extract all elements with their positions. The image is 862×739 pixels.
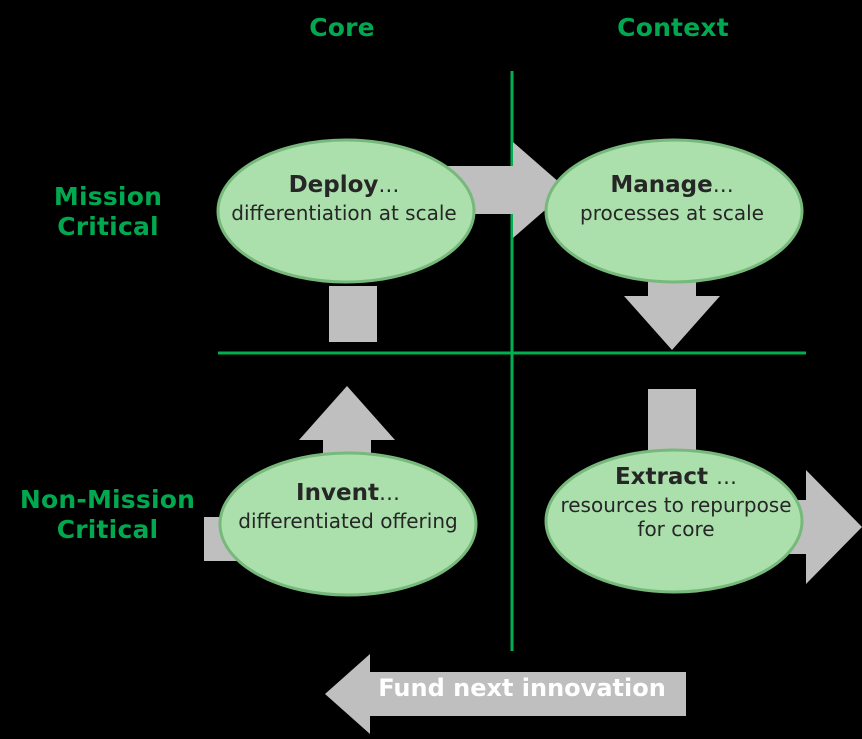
arrow-deploy-tail (329, 286, 377, 342)
banner-arrow-shape[interactable] (325, 654, 686, 734)
node-deploy-shape[interactable] (216, 138, 476, 284)
arrow-manage-to-extract-tail (648, 389, 696, 459)
column-header-context: Context (617, 13, 729, 42)
node-extract-shape[interactable] (544, 448, 804, 594)
node-invent-shape[interactable] (218, 451, 478, 597)
column-header-core: Core (309, 13, 375, 42)
row-header-non-mission-critical: Non-Mission Critical (19, 485, 196, 544)
node-manage-shape[interactable] (544, 138, 804, 284)
row-header-mission-critical: Mission Critical (53, 182, 163, 241)
banner-label: Fund next innovation (378, 674, 666, 702)
